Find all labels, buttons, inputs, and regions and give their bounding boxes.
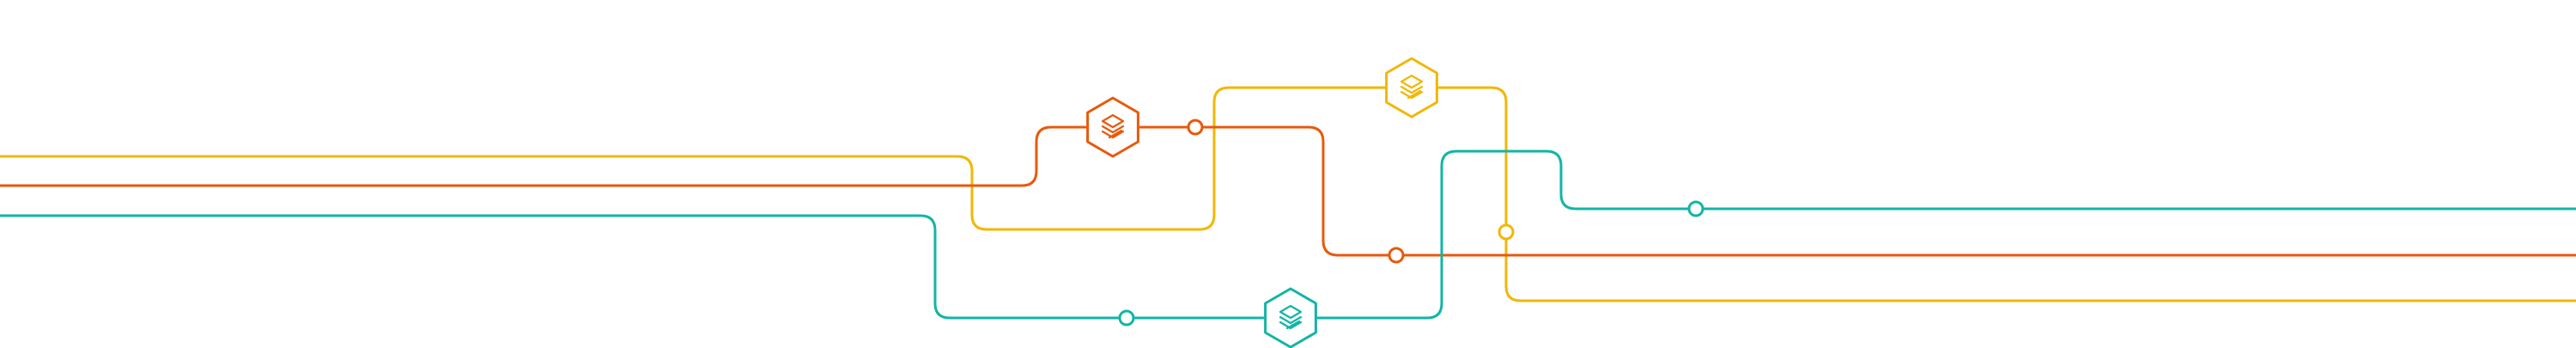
- orange-junction-circle-icon: [1187, 119, 1204, 136]
- orange-route-line: [0, 125, 2576, 257]
- orange-hub-stacked-layers-hexagon-icon: [1086, 96, 1139, 158]
- teal-route-line: [0, 150, 2576, 320]
- orange-junction-circle-icon: [1388, 247, 1405, 264]
- yellow-route-line: [0, 86, 2576, 302]
- yellow-junction-circle-icon: [1498, 223, 1515, 241]
- yellow-hub-stacked-layers-hexagon-icon: [1385, 57, 1438, 119]
- teal-hub-stacked-layers-hexagon-icon: [1264, 287, 1317, 348]
- teal-junction-circle-icon: [1687, 200, 1704, 217]
- teal-junction-circle-icon: [1118, 309, 1135, 327]
